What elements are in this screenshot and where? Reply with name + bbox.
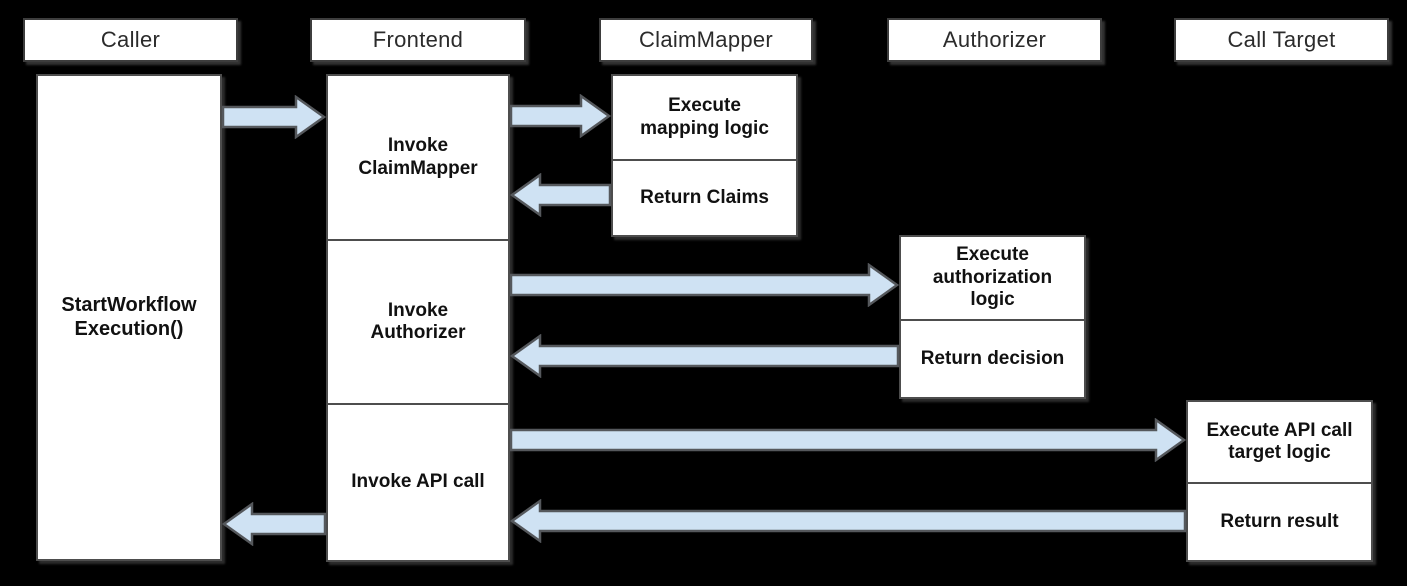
step-execute-api-call-target-logic: Execute API call target logic [1206, 419, 1353, 463]
step-execute-mapping-logic: Execute mapping logic [640, 95, 769, 139]
step-return-result: Return result [1188, 482, 1371, 560]
step-invoke-claimmapper: Invoke ClaimMapper [358, 135, 478, 179]
activation-caller: StartWorkflow Execution() [36, 74, 222, 561]
step-invoke-api-call: Invoke API call [328, 403, 508, 560]
lifeline-header-claimmapper: ClaimMapper [599, 18, 813, 62]
arrow-frontend-to-authorizer-icon [510, 263, 899, 307]
activation-frontend: Invoke ClaimMapper Invoke Authorizer Inv… [326, 74, 510, 562]
lifeline-header-label: Frontend [372, 27, 464, 52]
lifeline-header-label: Caller [100, 27, 161, 52]
lifeline-header-authorizer: Authorizer [887, 18, 1102, 62]
activation-authorizer: Execute authorization logic Return decis… [899, 235, 1086, 399]
step-invoke-authorizer: Invoke Authorizer [328, 239, 508, 403]
lifeline-header-frontend: Frontend [310, 18, 526, 62]
lifeline-header-label: ClaimMapper [638, 27, 774, 52]
arrow-calltarget-to-frontend-icon [510, 499, 1186, 543]
lifeline-header-calltarget: Call Target [1174, 18, 1389, 62]
arrow-claimmapper-to-frontend-icon [510, 173, 611, 217]
step-startworkflowexecution: StartWorkflow Execution() [61, 293, 197, 340]
arrow-frontend-to-caller-icon [222, 502, 326, 546]
arrow-frontend-to-claimmapper-icon [510, 94, 611, 138]
step-execute-authorization-logic: Execute authorization logic [932, 244, 1053, 311]
step-return-decision: Return decision [901, 319, 1084, 397]
activation-claimmapper: Execute mapping logic Return Claims [611, 74, 798, 237]
lifeline-header-label: Call Target [1227, 27, 1336, 52]
arrow-frontend-to-calltarget-icon [510, 418, 1186, 462]
arrow-authorizer-to-frontend-icon [510, 334, 899, 378]
arrow-caller-to-frontend-icon [222, 95, 326, 139]
lifeline-header-caller: Caller [23, 18, 238, 62]
activation-calltarget: Execute API call target logic Return res… [1186, 400, 1373, 562]
step-return-claims: Return Claims [613, 159, 796, 235]
lifeline-header-label: Authorizer [942, 27, 1047, 52]
